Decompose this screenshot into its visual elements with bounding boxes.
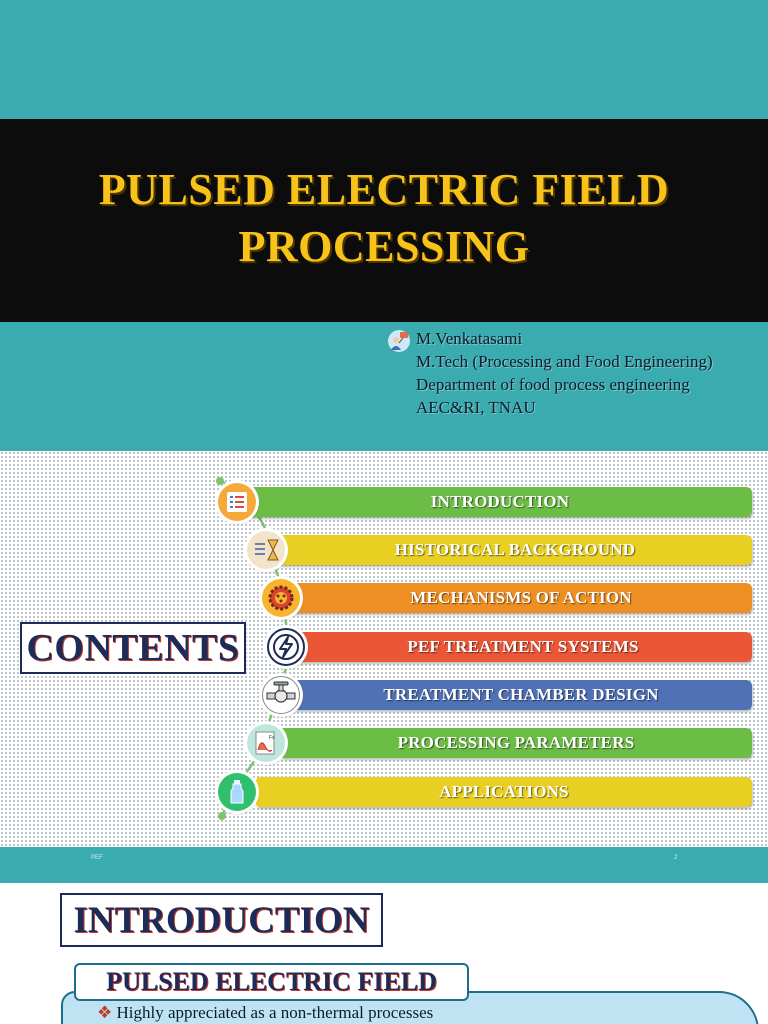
contents-item-label: PROCESSING PARAMETERS (397, 733, 635, 752)
presenter-icon (388, 330, 410, 352)
author-degree: M.Tech (Processing and Food Engineering) (416, 352, 713, 371)
footer-title: PEF (91, 855, 103, 861)
contents-item-label: APPLICATIONS (439, 782, 569, 801)
introduction-heading: INTRODUCTION (73, 899, 370, 941)
contents-item-label: MECHANISMS OF ACTION (410, 588, 632, 607)
lightning-icon (267, 628, 305, 666)
contents-item-applications[interactable]: APPLICATIONS (256, 777, 752, 807)
title-slide: PULSED ELECTRIC FIELD PROCESSING M.Venka… (0, 0, 768, 451)
contents-item-pef-treatment-systems[interactable]: PEF TREATMENT SYSTEMS (294, 632, 752, 662)
subheading: PULSED ELECTRIC FIELD (106, 967, 437, 996)
svg-text:Fx: Fx (269, 735, 275, 741)
valve-icon (262, 676, 300, 714)
title-line-1: PULSED ELECTRIC FIELD (98, 165, 670, 214)
contents-item-treatment-chamber-design[interactable]: TREATMENT CHAMBER DESIGN (290, 680, 752, 710)
contents-item-label: HISTORICAL BACKGROUND (394, 540, 636, 559)
contents-heading-box: CONTENTS (20, 622, 246, 674)
contents-item-label: TREATMENT CHAMBER DESIGN (383, 685, 659, 704)
author-institution: AEC&RI, TNAU (416, 398, 536, 417)
contents-item-processing-parameters[interactable]: PROCESSING PARAMETERS (280, 728, 752, 758)
gear-icon (262, 579, 300, 617)
bullet-icon: ❖ (97, 1003, 113, 1022)
introduction-slide: INTRODUCTION PULSED ELECTRIC FIELD ❖ Hig… (0, 883, 768, 1024)
author-details: M.Venkatasami M.Tech (Processing and Foo… (416, 327, 766, 419)
contents-heading: CONTENTS (26, 627, 240, 669)
graph-icon: Fx (247, 724, 285, 762)
contents-item-historical-background[interactable]: HISTORICAL BACKGROUND (278, 535, 752, 565)
bottle-icon (218, 773, 256, 811)
contents-item-mechanisms-of-action[interactable]: MECHANISMS OF ACTION (290, 583, 752, 613)
author-department: Department of food process engineering (416, 375, 690, 394)
title-line-2: PROCESSING (238, 222, 530, 271)
contents-item-label: PEF TREATMENT SYSTEMS (407, 637, 639, 656)
bullet-text: Highly appreciated as a non-thermal proc… (116, 1003, 434, 1022)
contents-item-label: INTRODUCTION (430, 492, 570, 511)
list-icon (218, 483, 256, 521)
subheading-box: PULSED ELECTRIC FIELD (74, 963, 469, 1001)
contents-item-introduction[interactable]: INTRODUCTION (248, 487, 752, 517)
footer-page-number: 2 (674, 855, 678, 861)
title-band (0, 119, 768, 322)
author-name: M.Venkatasami (416, 329, 523, 348)
hourglass-icon (247, 531, 285, 569)
bullet-point: ❖ Highly appreciated as a non-thermal pr… (97, 1003, 433, 1023)
slide-footer: PEF 2 (0, 847, 768, 883)
contents-slide: CONTENTS INTRODUCTION HISTORICAL BACKGRO… (0, 451, 768, 883)
introduction-heading-box: INTRODUCTION (60, 893, 383, 947)
